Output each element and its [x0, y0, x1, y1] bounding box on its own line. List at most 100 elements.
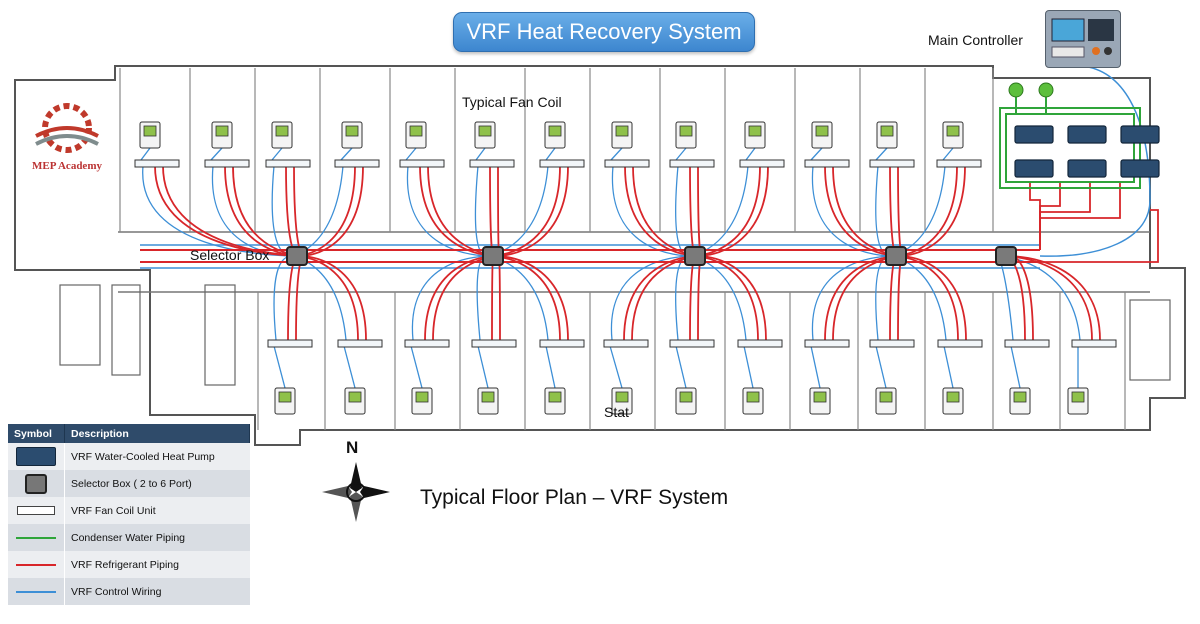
thermostat-screen — [946, 125, 960, 137]
fan-coil-unit — [539, 339, 585, 348]
refrigerant-branch — [497, 165, 500, 257]
refrigerant-branch — [697, 165, 702, 257]
stat-wiring — [875, 147, 888, 161]
refrigerant-branch — [492, 165, 561, 257]
legend-table: Symbol Description VRF Water-Cooled Heat… — [8, 424, 250, 605]
control-wiring-branch — [875, 165, 891, 257]
stat-wiring — [475, 147, 486, 161]
thermostat-icon — [139, 121, 161, 149]
fan-coil-unit — [739, 159, 785, 168]
diagram-title: VRF Heat Recovery System — [453, 12, 755, 52]
thermostat-icon — [405, 121, 427, 149]
control-wiring-branch — [474, 165, 488, 257]
stat-wiring — [477, 345, 489, 389]
selector-box — [286, 246, 308, 266]
legend-row: VRF Fan Coil Unit — [8, 497, 250, 524]
legend-row: VRF Control Wiring — [8, 578, 250, 605]
thermostat-icon — [675, 121, 697, 149]
stat-wiring — [340, 147, 353, 161]
equipment — [134, 82, 1160, 415]
thermostat-icon — [875, 387, 897, 415]
pump-icon — [1008, 82, 1024, 98]
thermostat-screen — [481, 391, 495, 403]
legend-description: VRF Refrigerant Piping — [64, 551, 250, 578]
stat-wiring — [410, 345, 423, 389]
thermostat-screen — [345, 125, 359, 137]
fan-coil-unit — [737, 339, 783, 348]
control-wiring-branch — [486, 165, 549, 257]
refrigerant-header — [1039, 182, 1061, 250]
stat-wiring — [271, 147, 283, 161]
thermostat-screen — [748, 125, 762, 137]
fan-coil-unit — [469, 159, 515, 168]
thermostat-screen — [615, 391, 629, 403]
thermostat-screen — [679, 391, 693, 403]
fan-coil-unit — [337, 339, 383, 348]
mep-academy-logo: MEP Academy — [22, 98, 112, 178]
compass-rose-icon — [322, 462, 390, 522]
selector-box — [684, 246, 706, 266]
legend-description: VRF Water-Cooled Heat Pump — [64, 443, 250, 470]
heat-pump — [1120, 125, 1160, 144]
control-wiring-branch — [675, 165, 690, 257]
legend-description: VRF Fan Coil Unit — [64, 497, 250, 524]
legend-description: Selector Box ( 2 to 6 Port) — [64, 470, 250, 497]
thermostat-screen — [746, 391, 760, 403]
legend-row: VRF Water-Cooled Heat Pump — [8, 443, 250, 470]
thermostat-icon — [544, 387, 566, 415]
thermostat-screen — [879, 391, 893, 403]
fan-coil-icon — [17, 506, 55, 516]
thermostat-icon — [344, 387, 366, 415]
refrigerant-branch — [689, 165, 696, 257]
stat-wiring — [875, 345, 887, 389]
stat-wiring — [343, 345, 356, 389]
condenser-water-loop — [999, 107, 1141, 189]
stat-wiring — [810, 345, 821, 389]
control-wiring-line-icon — [16, 590, 56, 593]
stat-wiring — [675, 345, 687, 389]
legend-row: Condenser Water Piping — [8, 524, 250, 551]
selector-box-label: Selector Box — [190, 247, 270, 263]
main-controller-icon — [1045, 10, 1121, 68]
thermostat-icon — [942, 387, 964, 415]
stat-label: Stat — [604, 404, 629, 420]
control-wiring — [140, 65, 1151, 389]
main-controller-label: Main Controller — [928, 32, 1023, 48]
thermostat-screen — [679, 125, 693, 137]
stat-wiring — [610, 147, 623, 161]
thermostat-icon — [611, 387, 633, 415]
refrigerant-branch — [889, 165, 897, 257]
refrigerant-header — [1039, 182, 1121, 250]
thermostat-screen — [615, 125, 629, 137]
thermostat-icon — [211, 121, 233, 149]
stairwell — [1129, 299, 1171, 381]
control-wiring-branch — [811, 165, 891, 257]
legend-header: Symbol Description — [8, 424, 250, 443]
logo-text: MEP Academy — [32, 160, 102, 172]
compass-north-label: N — [346, 438, 359, 457]
fan-coil-unit — [399, 159, 445, 168]
refrigerant-branch — [694, 165, 761, 257]
legend-row: Selector Box ( 2 to 6 Port) — [8, 470, 250, 497]
fan-coil-unit — [204, 159, 250, 168]
refrigerant-branch — [293, 165, 304, 257]
fan-coil-unit — [603, 339, 649, 348]
condenser-water-piping — [999, 95, 1141, 189]
refrigerant-header — [1040, 209, 1159, 263]
refrigerant-header — [1029, 182, 1041, 250]
thermostat-icon — [274, 387, 296, 415]
fan-coil-unit — [1071, 339, 1117, 348]
stat-wiring — [545, 345, 556, 389]
thermostat-screen — [215, 125, 229, 137]
thermostat-screen — [1013, 391, 1027, 403]
fan-coil-unit — [604, 159, 650, 168]
fan-coil-unit — [539, 159, 585, 168]
thermostat-icon — [411, 387, 433, 415]
selector-box — [885, 246, 907, 266]
thermostat-screen — [278, 391, 292, 403]
condenser-water-loop — [1005, 113, 1135, 183]
pump-icon — [1038, 82, 1054, 98]
stat-wiring — [273, 345, 286, 389]
stat-wiring — [210, 147, 223, 161]
fan-coil-unit — [1004, 339, 1050, 348]
